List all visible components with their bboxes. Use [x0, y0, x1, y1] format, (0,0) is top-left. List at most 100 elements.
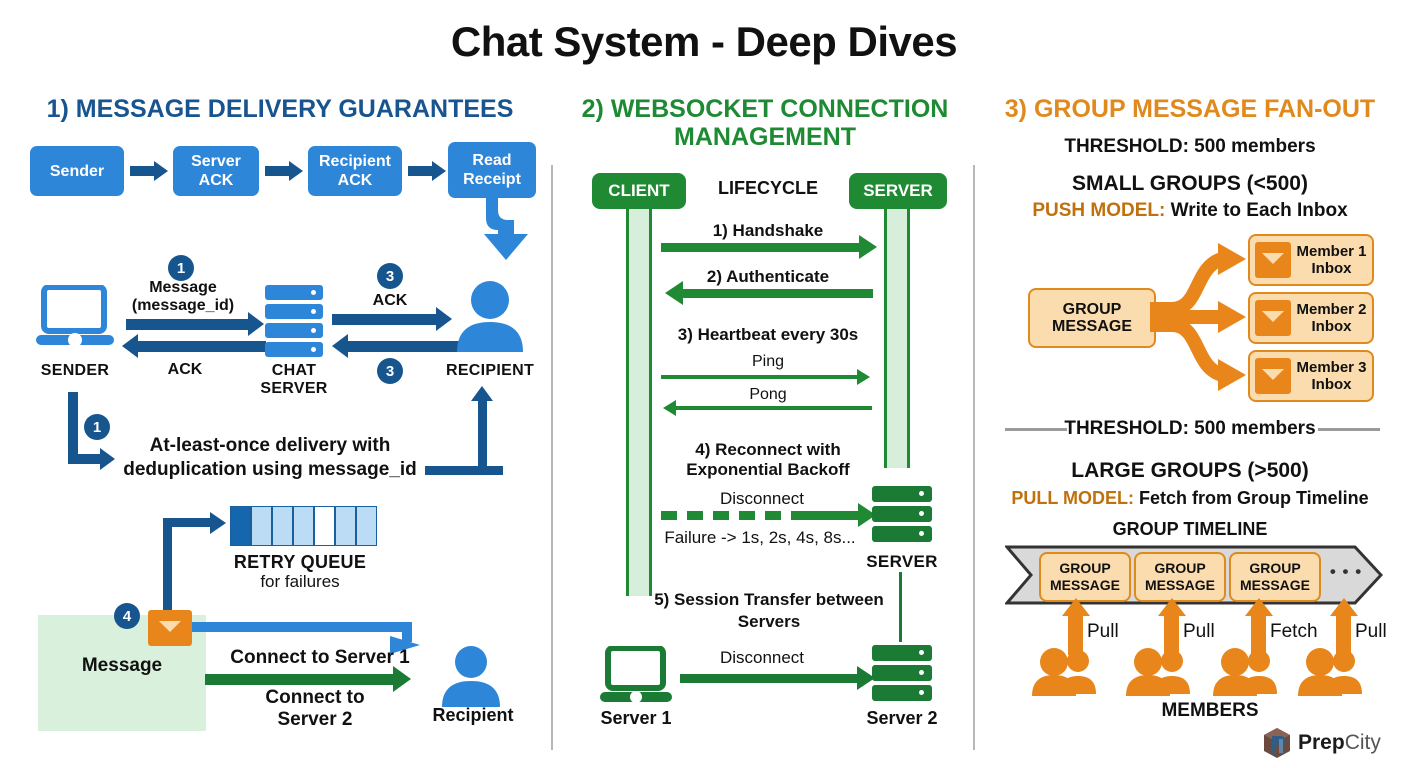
pull-model-rest: Fetch from Group Timeline — [1133, 488, 1369, 508]
note-right-vline — [478, 398, 487, 470]
note-left-hline — [68, 454, 102, 464]
server-stack-icon-2 — [872, 645, 932, 701]
client-lifeline — [626, 206, 652, 596]
section-2-heading: 2) WEBSOCKET CONNECTION MANAGEMENT — [560, 95, 970, 151]
chat-server-caption-line1: CHAT — [271, 362, 317, 379]
section-3-heading: 3) GROUP MESSAGE FAN-OUT — [1004, 95, 1376, 123]
pipeline-arrow-1-head — [154, 161, 168, 181]
fallback-blue-elbow — [402, 622, 412, 642]
note-left-arrowhead — [100, 448, 115, 470]
ack-right-label: ACK — [372, 292, 408, 309]
note-left-vline — [68, 392, 78, 464]
ping-arrow-head — [857, 369, 870, 385]
threshold-rule-right — [1318, 428, 1380, 431]
step-1-arrow-head — [859, 235, 877, 259]
pong-arrow-head — [663, 400, 676, 416]
server-1-caption: Server 1 — [600, 708, 672, 728]
retry-queue — [230, 506, 377, 546]
pipeline-arrow-2-shaft — [265, 166, 289, 176]
step-3-label: 3) Heartbeat every 30s — [677, 325, 859, 344]
retry-queue-cell — [356, 506, 377, 546]
members-group-icon-1 — [1032, 648, 1096, 696]
chat-server-caption-line2: SERVER — [260, 380, 328, 397]
chat-server-icon — [265, 285, 323, 357]
step-2-label: 2) Authenticate — [706, 267, 830, 286]
connect-server-1-label: Connect to Server 1 — [230, 647, 410, 668]
step-1-arrow-shaft — [661, 243, 861, 252]
pull-label-4: Pull — [1355, 621, 1387, 642]
envelope-icon — [1255, 358, 1291, 394]
disconnect-1-dashed-shaft — [661, 511, 811, 520]
pull-model-bold: PULL MODEL: — [1011, 488, 1134, 508]
envelope-icon — [148, 610, 192, 646]
server-pill: SERVER — [849, 173, 947, 209]
lifecycle-label: LIFECYCLE — [717, 178, 818, 198]
fallback-green-shaft — [205, 674, 395, 685]
pull-label-2: Pull — [1183, 621, 1215, 642]
pipeline-arrow-3-head — [432, 161, 446, 181]
arrow-server-to-sender-head — [122, 334, 138, 358]
fanout-arrows — [1150, 243, 1246, 391]
retry-queue-subtitle: for failures — [260, 572, 340, 591]
threshold-rule-left — [1005, 428, 1067, 431]
read-receipt-curve-arrow — [484, 190, 528, 260]
note-right-arrowhead — [471, 386, 493, 401]
timeline-ellipsis: • • • — [1329, 562, 1363, 581]
ping-label: Ping — [751, 353, 785, 370]
group-timeline-label: GROUP TIMELINE — [1112, 519, 1268, 539]
prepcity-logo: PrepCity — [1262, 727, 1381, 759]
retry-queue-cell — [293, 506, 314, 546]
retry-queue-cell — [230, 506, 251, 546]
pong-label: Pong — [749, 386, 787, 403]
retry-arrow-hline — [163, 518, 213, 527]
fallback-blue-shaft — [192, 622, 410, 632]
badge-4: 4 — [114, 603, 140, 629]
note-line-1: At-least-once delivery with — [149, 435, 391, 456]
disconnect-1-arrow-head — [858, 503, 876, 527]
prepcity-logo-text: PrepCity — [1298, 731, 1381, 755]
retry-queue-cell — [251, 506, 272, 546]
push-model-rest: Write to Each Inbox — [1165, 200, 1348, 221]
step-4-line1: 4) Reconnect with — [695, 440, 841, 459]
server-lifeline — [884, 206, 910, 468]
disconnect-1-solid-shaft — [806, 511, 861, 520]
threshold-mid-label: THRESHOLD: 500 members — [1064, 418, 1316, 439]
ping-arrow-shaft — [661, 375, 859, 379]
step-2-arrow-head — [665, 281, 683, 305]
retry-arrow-vline — [163, 526, 172, 622]
pipeline-arrow-2-head — [289, 161, 303, 181]
step-4-line2: Exponential Backoff — [686, 460, 850, 479]
badge-3-bottom: 3 — [377, 358, 403, 384]
envelope-icon — [1255, 242, 1291, 278]
section-2-heading-line2: MANAGEMENT — [674, 123, 856, 151]
members-group-icon-4 — [1298, 648, 1362, 696]
envelope-icon — [1255, 300, 1291, 336]
retry-queue-title: RETRY QUEUE — [233, 552, 367, 572]
page-title: Chat System - Deep Dives — [450, 18, 958, 65]
disconnect-2-label: Disconnect — [719, 648, 805, 667]
pull-arrow-3-head — [1245, 598, 1273, 616]
small-groups-label: SMALL GROUPS (<500) — [1072, 172, 1308, 195]
arrow-server-to-recipient-head — [436, 307, 452, 331]
badge-1-top: 1 — [168, 255, 194, 281]
pipeline-pill-sender: Sender — [30, 146, 124, 196]
pull-model-label: PULL MODEL: Fetch from Group Timeline — [980, 488, 1400, 509]
retry-queue-cell — [314, 506, 335, 546]
arrow-server-to-recipient-shaft — [332, 314, 436, 325]
server-1-laptop-icon — [600, 646, 672, 703]
members-group-icon-2 — [1126, 648, 1190, 696]
arrow-sender-to-server-shaft — [126, 319, 248, 330]
pull-arrow-1-head — [1062, 598, 1090, 616]
members-caption: MEMBERS — [1161, 700, 1259, 721]
push-model-label: PUSH MODEL: Write to Each Inbox — [980, 200, 1400, 222]
recipient-person-icon — [457, 281, 523, 352]
note-line-2: deduplication using message_id — [123, 459, 417, 480]
